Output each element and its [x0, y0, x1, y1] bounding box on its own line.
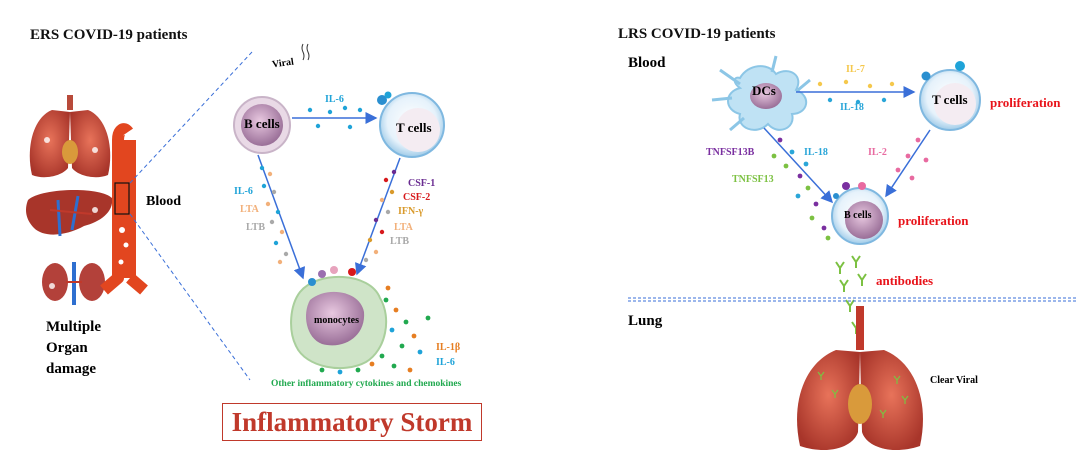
- right-cytokine-lta: LTA: [394, 222, 413, 233]
- b-cells-label-right: B cells: [844, 210, 872, 221]
- inflammatory-storm-title: Inflammatory Storm: [222, 403, 482, 441]
- il1b-label: IL-1β: [436, 342, 461, 353]
- organ-damage-line2: Organ: [46, 340, 88, 356]
- right-panel-cytokine-dots: [771, 79, 929, 241]
- left-cytokine-dots: [259, 165, 289, 265]
- blood-zoom-box: [114, 182, 130, 215]
- b-cell-right-icon: [831, 182, 889, 245]
- organ-damage-label: Multiple Organ damage: [46, 317, 101, 380]
- blood-vessel-icon: [100, 123, 148, 295]
- il18-top-label: IL-18: [840, 102, 864, 113]
- antibodies-label: antibodies: [876, 273, 934, 288]
- tnfsf13b-label: TNFSF13B: [706, 147, 755, 158]
- il6-dots: [307, 105, 363, 130]
- monocyte-output-dots: [319, 285, 431, 375]
- zoom-line-bottom: [129, 213, 251, 381]
- b-cell-left-icon: [233, 96, 291, 154]
- left-cytokine-ltb: LTB: [246, 222, 266, 233]
- right-cytokine-ifng: IFN-γ: [398, 206, 424, 217]
- monocytes-label: monocytes: [314, 315, 359, 326]
- t-cells-label-right: T cells: [932, 92, 968, 107]
- proliferation-b-label: proliferation: [898, 213, 969, 228]
- blood-label-left: Blood: [146, 194, 182, 209]
- zoom-line-top: [129, 51, 253, 184]
- tnfsf13-label: TNFSF13: [732, 174, 774, 185]
- right-cytokine-ltb: LTB: [390, 236, 410, 247]
- clear-viral-label: Clear Viral: [930, 375, 978, 386]
- il6-top-label: IL-6: [325, 94, 344, 105]
- ers-header: ERS COVID-19 patients: [30, 27, 188, 43]
- b-cells-label-left: B cells: [244, 116, 280, 131]
- il2-label: IL-2: [868, 147, 887, 158]
- t-cell-left-icon: [377, 91, 445, 158]
- left-cytokine-il6: IL-6: [234, 186, 253, 197]
- dendritic-cell-icon: [711, 55, 811, 132]
- lung-label: Lung: [628, 313, 663, 329]
- proliferation-t-label: proliferation: [990, 95, 1061, 110]
- organ-damage-line1: Multiple: [46, 319, 101, 335]
- dcs-label: DCs: [752, 83, 776, 98]
- lrs-header: LRS COVID-19 patients: [618, 26, 776, 42]
- il6-bottom-label: IL-6: [436, 357, 455, 368]
- lungs-right-icon: [797, 306, 923, 451]
- lungs-organ-icon: [29, 95, 111, 178]
- viral-squiggle-icon: [301, 43, 310, 61]
- right-cytokine-csf1: CSF-1: [408, 178, 436, 189]
- left-cytokine-lta: LTA: [240, 204, 259, 215]
- t-cell-right-icon: [919, 61, 981, 131]
- kidneys-organ-icon: [42, 262, 105, 305]
- il7-label: IL-7: [846, 64, 865, 75]
- il18-mid-label: IL-18: [804, 147, 828, 158]
- right-cytokine-dots: [363, 169, 397, 263]
- organ-damage-line3: damage: [46, 361, 96, 377]
- liver-organ-icon: [26, 189, 113, 237]
- t-cells-label-left: T cells: [396, 120, 432, 135]
- blood-label-right: Blood: [628, 55, 666, 71]
- other-cytokines-label: Other inflammatory cytokines and chemoki…: [271, 379, 462, 389]
- right-cytokine-csf2: CSF-2: [403, 192, 431, 203]
- monocyte-icon: [290, 266, 388, 369]
